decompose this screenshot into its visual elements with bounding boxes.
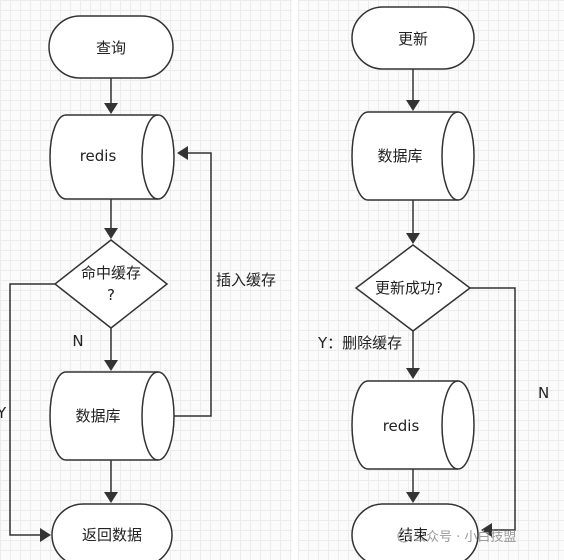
hit-cache-decision	[53, 239, 169, 329]
arrowhead	[406, 368, 420, 379]
right-canvas	[298, 0, 564, 560]
wechat-icon	[397, 529, 411, 543]
right-redis-label: redis	[383, 417, 420, 435]
yes-label: Y	[0, 404, 7, 422]
arrowhead	[406, 492, 420, 503]
watermark: 公众号 · 小白技盟	[397, 529, 516, 545]
arrowhead	[40, 528, 51, 542]
update-success-label: 更新成功?	[375, 279, 443, 297]
arrowhead	[481, 523, 492, 537]
database-label: 数据库	[75, 407, 120, 425]
no-branch-line	[470, 287, 516, 531]
yes-branch-line	[9, 283, 55, 536]
database-node	[49, 371, 175, 461]
insert-cache-label: 插入缓存	[216, 271, 276, 289]
arrowhead	[104, 228, 118, 239]
arrowhead	[177, 146, 188, 160]
yes-delete-cache-label: Y：删除缓存	[317, 334, 402, 352]
right-database-label: 数据库	[377, 147, 422, 165]
arrowhead	[406, 233, 420, 244]
start-query-label: 查询	[96, 39, 126, 57]
arrowhead	[104, 103, 118, 114]
right-database-node	[351, 111, 475, 201]
start-update-label: 更新	[398, 30, 428, 48]
insert-cache-loop	[174, 152, 212, 417]
watermark-text: 公众号 · 小白技盟	[413, 529, 516, 545]
arrowhead	[104, 492, 118, 503]
redis-label: redis	[80, 147, 117, 165]
return-data-label: 返回数据	[82, 526, 142, 544]
end-node	[351, 503, 479, 560]
right-redis-node	[351, 380, 475, 470]
return-data-node	[51, 503, 173, 560]
no-label: N	[72, 332, 83, 350]
redis-cache-node	[49, 114, 175, 200]
right-no-label: N	[538, 384, 549, 402]
decision-label-line2: ?	[107, 286, 115, 304]
arrowhead	[104, 360, 118, 371]
decision-label-line1: 命中缓存	[81, 264, 141, 282]
arrowhead	[406, 100, 420, 111]
